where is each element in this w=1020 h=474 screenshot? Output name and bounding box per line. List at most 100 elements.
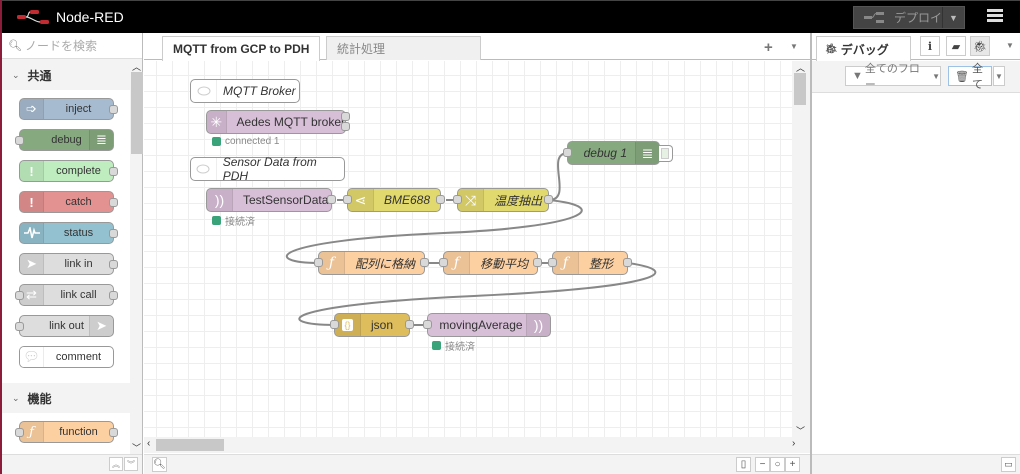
output-port — [109, 428, 118, 437]
flow-node-bme688[interactable]: ⋖ BME688 — [343, 188, 445, 212]
scrollbar-thumb[interactable] — [156, 439, 224, 451]
scrollbar-thumb[interactable] — [794, 73, 806, 105]
palette-node-link-out[interactable]: link out ➤ — [15, 315, 114, 337]
output-port[interactable] — [436, 195, 445, 204]
node-label: BME688 — [384, 193, 431, 207]
flow-node-moving-average-fn[interactable]: ƒ 移動平均 — [439, 251, 542, 275]
header-bar: Node-RED デプロイ ▼ — [2, 0, 1020, 33]
filter-icon: ▼ — [852, 70, 863, 82]
canvas-vertical-scrollbar[interactable]: ︿ ﹀ — [792, 61, 810, 437]
output-port[interactable] — [327, 195, 336, 204]
flow-node-moving-average-out[interactable]: movingAverage )) — [423, 313, 551, 337]
deploy-options-caret-icon[interactable]: ▼ — [942, 7, 964, 28]
flow-node-test-sensor-data[interactable]: )) TestSensorData — [206, 188, 336, 212]
output-port[interactable] — [623, 258, 632, 267]
status-text: 接続済 — [225, 217, 255, 228]
flow-node-json[interactable]: {} json — [330, 313, 414, 337]
flow-canvas[interactable]: MQTT Broker ✳ Aedes MQTT broker connecte… — [144, 61, 792, 437]
input-port[interactable] — [343, 195, 352, 204]
navigator-map-icon[interactable]: ▯ — [736, 457, 751, 472]
clear-options-caret-icon[interactable]: ▼ — [993, 66, 1005, 86]
output-port[interactable] — [341, 112, 350, 121]
collapse-all-icon[interactable]: ︽ — [109, 457, 123, 471]
flow-node-to-array[interactable]: ƒ 配列に格納 — [314, 251, 429, 275]
flow-node-debug-1[interactable]: debug 1 ≣ — [563, 141, 660, 165]
switch-icon: ⋖ — [348, 189, 374, 211]
palette-category-common[interactable]: ⌄ 共通 — [2, 60, 130, 90]
flow-node-format[interactable]: ƒ 整形 — [548, 251, 632, 275]
input-port[interactable] — [439, 258, 448, 267]
palette-node-link-in[interactable]: ➤ link in — [19, 253, 118, 275]
scroll-down-icon[interactable]: ﹀ — [132, 443, 142, 453]
link-call-icon: ⇄ — [20, 285, 44, 305]
palette-node-comment[interactable]: 💬︎ comment — [19, 346, 114, 368]
palette-node-status[interactable]: status — [19, 222, 118, 244]
input-port[interactable] — [453, 195, 462, 204]
input-port — [15, 291, 24, 300]
palette-node-inject[interactable]: ➩ inject — [19, 98, 118, 120]
palette-node-function[interactable]: ƒ function — [15, 421, 118, 443]
node-status-aedes: connected 1 — [212, 136, 280, 147]
palette-node-debug[interactable]: debug ≣ — [15, 129, 114, 151]
wires-layer — [285, 152, 657, 326]
palette-category-function[interactable]: ⌄ 機能 — [2, 383, 130, 413]
palette-node-label: debug — [51, 134, 82, 146]
zoom-reset-icon[interactable]: ○ — [770, 457, 785, 472]
palette-node-catch[interactable]: ! catch — [19, 191, 118, 213]
comment-node-sensor-data[interactable]: Sensor Data from PDH — [190, 155, 345, 183]
flow-list-caret-icon[interactable]: ▼ — [790, 42, 798, 51]
zoom-out-icon[interactable]: − — [755, 457, 770, 472]
output-port[interactable] — [341, 122, 350, 131]
palette-node-label: status — [63, 227, 94, 239]
scroll-right-icon[interactable]: › — [792, 438, 796, 449]
zoom-in-icon[interactable]: + — [785, 457, 800, 472]
output-port[interactable] — [420, 258, 429, 267]
node-label: movingAverage — [439, 318, 523, 332]
search-flows-icon[interactable]: 🔍︎ — [152, 457, 167, 472]
scroll-left-icon[interactable]: ‹ — [147, 438, 151, 449]
scroll-down-icon[interactable]: ﹀ — [796, 426, 806, 436]
sidebar-more-caret-icon[interactable]: ▼ — [1006, 41, 1014, 50]
debug-list-icon: ≣ — [89, 130, 113, 150]
deploy-button[interactable]: デプロイ ▼ — [853, 6, 965, 29]
debug-toggle-button[interactable] — [659, 145, 673, 162]
input-port[interactable] — [563, 148, 572, 157]
output-port[interactable] — [405, 320, 414, 329]
flow-node-aedes-mqtt-broker[interactable]: ✳ Aedes MQTT broker — [206, 110, 350, 134]
scroll-up-icon[interactable]: ︿ — [796, 63, 806, 73]
palette-node-label: link call — [60, 289, 97, 301]
open-debug-window-icon[interactable]: ▭ — [1001, 457, 1016, 472]
canvas-horizontal-scrollbar[interactable]: ‹ › — [144, 437, 810, 453]
filter-label: 全てのフロー — [864, 63, 920, 91]
comment-node-mqtt-broker[interactable]: MQTT Broker — [190, 79, 300, 103]
category-label: 共通 — [27, 68, 52, 83]
main-menu-icon[interactable] — [987, 9, 1003, 23]
flow-node-temperature-extract[interactable]: ⤨ 温度抽出 — [453, 188, 553, 212]
scrollbar-thumb[interactable] — [131, 72, 143, 154]
input-port[interactable] — [423, 320, 432, 329]
input-port[interactable] — [548, 258, 557, 267]
wire — [285, 199, 583, 264]
debug-bug-icon[interactable]: 🐞︎ — [970, 36, 990, 56]
output-port[interactable] — [533, 258, 542, 267]
sidebar: 🐞︎ デバッグ i ▰ 🐞︎ ▼ ▼ 全てのフロー ▼ 🗑︎ 全て ▼ ▭ — [810, 33, 1020, 474]
palette-node-complete[interactable]: ! complete — [19, 160, 118, 182]
deploy-label: デプロイ — [894, 11, 943, 25]
input-port[interactable] — [314, 258, 323, 267]
tab-statistics[interactable]: 統計処理 — [326, 36, 481, 60]
scroll-up-icon[interactable]: ︿ — [132, 62, 142, 72]
palette-search-input[interactable]: 🔍︎ ノードを検索 — [2, 33, 142, 59]
debug-filter-dropdown[interactable]: ▼ 全てのフロー ▼ — [845, 63, 941, 91]
json-braces-icon: {} — [335, 314, 361, 336]
help-book-icon[interactable]: ▰ — [946, 36, 966, 56]
palette-node-link-call[interactable]: ⇄ link call — [15, 284, 118, 306]
sidebar-tab-debug[interactable]: 🐞︎ デバッグ — [816, 36, 911, 61]
output-port[interactable] — [544, 195, 553, 204]
input-port[interactable] — [330, 320, 339, 329]
info-icon[interactable]: i — [920, 36, 940, 56]
tab-mqtt-from-gcp-to-pdh[interactable]: MQTT from GCP to PDH — [162, 36, 320, 61]
debug-clear-button[interactable]: 🗑︎ 全て — [948, 63, 992, 91]
expand-all-icon[interactable]: ︾ — [124, 457, 138, 471]
palette-scrollbar[interactable]: ︿ ﹀ — [130, 60, 143, 454]
add-flow-icon[interactable]: + — [764, 39, 773, 56]
